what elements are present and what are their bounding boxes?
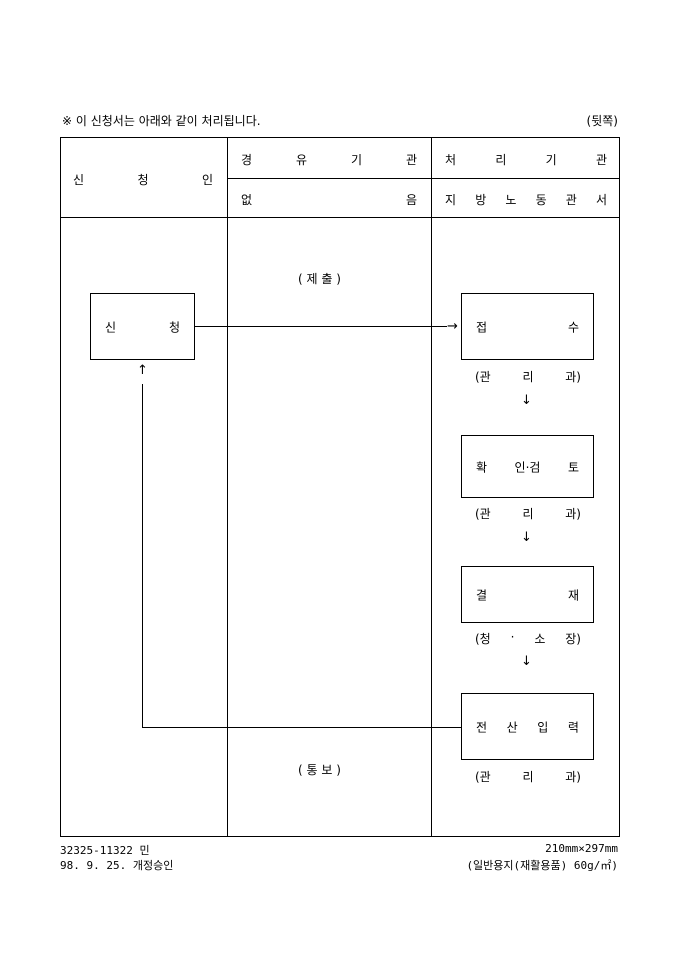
header-bottom-line (61, 217, 619, 218)
back-page-label: (뒷쪽) (586, 114, 618, 128)
approve-dept: (청 · 소 장) (475, 630, 581, 646)
apply-label: 신 청 (105, 320, 180, 334)
proc-agency-header: 처 리 기 관 (445, 153, 607, 167)
arrow-down-icon: ↓ (521, 530, 532, 545)
approve-label: 결 재 (476, 588, 579, 602)
via-agency-header: 경 유 기 관 (241, 153, 417, 167)
row-divider (227, 178, 619, 179)
approval-date: 98. 9. 25. 개정승인 (60, 859, 174, 872)
receive-box: 접 수 (461, 293, 594, 360)
input-dept: (관 리 과) (475, 770, 581, 784)
input-box: 전 산 입 력 (461, 693, 594, 760)
apply-box: 신 청 (90, 293, 195, 360)
applicant-header: 신 청 인 (73, 173, 213, 187)
paper-size: 210mm×297mm (545, 842, 618, 855)
proc-office-name: 지 방 노 동 관 서 (445, 193, 607, 207)
notify-label: ( 통 보 ) (298, 763, 341, 777)
review-label: 확 인·검 토 (476, 460, 579, 474)
via-agency-none: 없 음 (241, 193, 417, 207)
processing-note: ※ 이 신청서는 아래와 같이 처리됩니다. (62, 114, 261, 128)
receive-label: 접 수 (476, 320, 579, 334)
arrow-down-icon: ↓ (521, 654, 532, 669)
process-table: 신 청 인 경 유 기 관 없 음 처 리 기 관 지 방 노 동 관 서 ( … (60, 137, 620, 837)
arrow-down-icon: ↓ (521, 393, 532, 408)
review-dept: (관 리 과) (475, 507, 581, 521)
column-divider (431, 138, 432, 836)
notify-arrow-vertical (142, 384, 143, 728)
arrow-right-icon: → (447, 319, 458, 334)
approve-box: 결 재 (461, 566, 594, 623)
review-box: 확 인·검 토 (461, 435, 594, 498)
input-label: 전 산 입 력 (476, 720, 579, 734)
receive-dept: (관 리 과) (475, 370, 581, 384)
submit-label: ( 제 출 ) (298, 272, 341, 286)
paper-type: (일반용지(재활용품) 60g/㎡) (466, 859, 618, 872)
submit-arrow-line (195, 326, 447, 327)
column-divider (227, 138, 228, 836)
notify-arrow-line (142, 727, 461, 728)
form-number: 32325-11322 민 (60, 844, 150, 857)
arrow-up-icon: ↑ (137, 363, 148, 378)
